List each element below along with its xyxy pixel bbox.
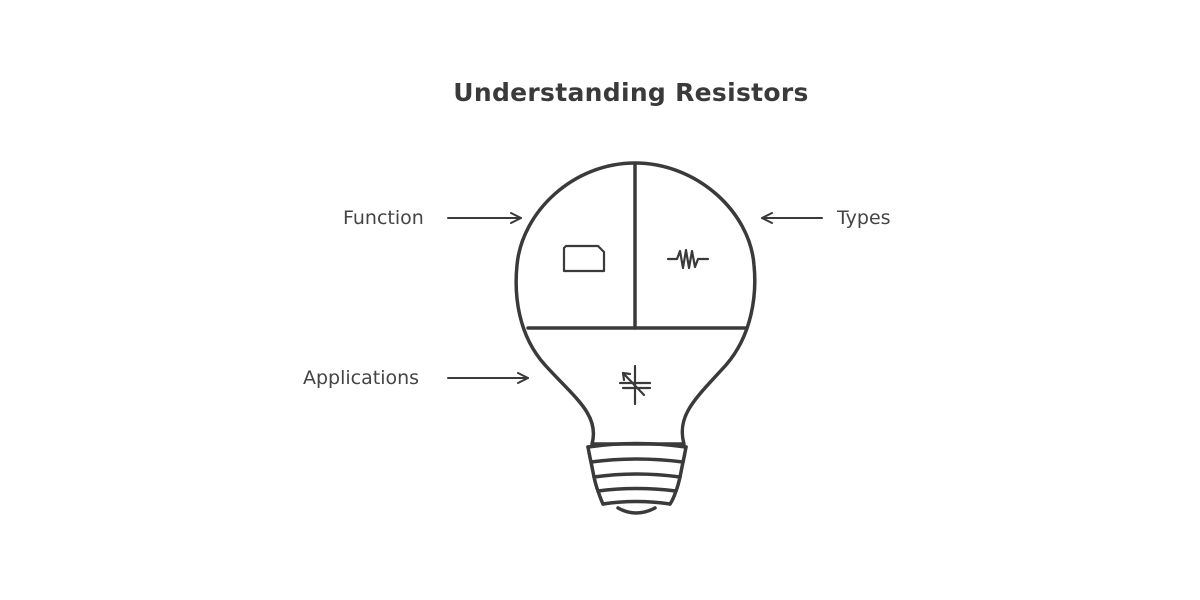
- label-applications: Applications: [303, 367, 420, 389]
- label-function: Function: [343, 207, 424, 229]
- diagram-title: Understanding Resistors: [453, 78, 809, 107]
- resistor-zigzag-icon: [666, 248, 710, 270]
- variable-resistor-icon: [618, 364, 652, 406]
- label-types: Types: [837, 207, 891, 229]
- bulb-outline: [514, 161, 757, 446]
- bulb-dividers: [526, 163, 747, 330]
- rectangle-box-icon: [562, 244, 606, 273]
- bulb-screw-base: [586, 441, 688, 515]
